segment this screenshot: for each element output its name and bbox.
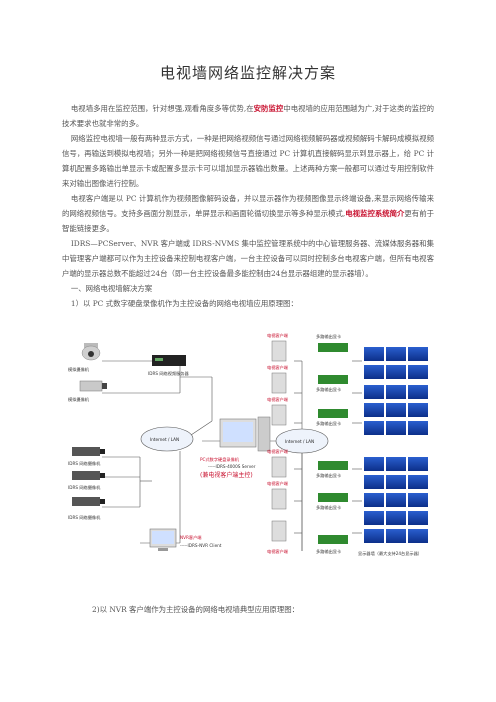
network-diagram: 模拟摄像机 模拟摄像机 IDRS 网络视频服务器 IDRS 网络摄像机 IDRS… [68, 332, 428, 557]
video-encoder-icon [152, 355, 186, 366]
card-1-label: 多路输出显卡 [316, 333, 341, 340]
pc-dvr-icon [219, 416, 271, 452]
tv-client-row-2: 电视客户端 多路输出显卡 [267, 364, 348, 394]
monitor-wall-label: 显示器墙（最大支持24台显示器） [358, 550, 422, 557]
ip-camera-3-label: IDRS 网络摄像机 [68, 514, 101, 521]
paragraph-display-modes: 网络监控电视墙一般有两种显示方式，一种是把网络视频信号通过网络视频解码器或视频解… [62, 134, 434, 188]
connection-lines [102, 360, 362, 551]
client-text-b: 更有前于智能链接更多。 [62, 209, 434, 233]
monitor-wall-row-3 [364, 457, 428, 489]
tv-client-row-3: 电视客户端 多路输出显卡 [267, 396, 348, 427]
page-title: 电视墙网络监控解决方案 [159, 64, 336, 82]
monitor-wall-row-1 [364, 347, 428, 379]
intro-text-b: 中电视墙的应用范围越为广,对于这类的监控的技术要求也就非常的多。 [62, 104, 434, 128]
tv-client-row-4: 电视客户端 多路输出显卡 [267, 448, 348, 479]
network-cloud-left-icon [140, 426, 194, 452]
paragraph-tv-client: 电视客户端是以 PC 计算机作为视频图像解码设备，并以显示器作为视频图像显示终端… [62, 191, 434, 236]
section-heading: 一、网络电视墙解决方案 [70, 284, 153, 293]
tv-client-6-label: 电视客户端 [267, 548, 288, 555]
analog-camera-dome-icon [81, 343, 101, 361]
monitor-wall [364, 347, 428, 543]
ip-camera-1-icon [72, 447, 105, 456]
encoder-label: IDRS 网络视频服务器 [148, 370, 189, 377]
analog-camera-box-icon [79, 380, 107, 392]
pc-dvr-model: -----IDRS-4000S Server [208, 464, 256, 469]
network-cloud-right-icon [275, 428, 329, 454]
network-left-label: Internet / LAN [150, 437, 179, 442]
subsection-heading: 1）以 PC 式数字硬盘录像机作为主控设备的网络电视墙应用原理图： [70, 299, 298, 308]
ip-camera-1-label: IDRS 网络摄像机 [68, 460, 101, 467]
analog-camera-2-label: 模拟摄像机 [68, 396, 90, 403]
ip-camera-3-icon [72, 497, 105, 506]
analog-camera-1-label: 模拟摄像机 [68, 366, 90, 373]
card-3-label: 多路输出显卡 [316, 420, 341, 427]
ip-camera-2-label: IDRS 网络摄像机 [68, 484, 101, 491]
tv-client-row-1: 电视客户端 多路输出显卡 [267, 332, 348, 362]
tv-client-row-5: 电视客户端 多路输出显卡 [267, 480, 348, 511]
nvr-client-icon [149, 528, 177, 551]
monitor-wall-row-2 [364, 385, 428, 435]
tv-client-1-label: 电视客户端 [267, 332, 288, 339]
nvr-client-model: -----IDRS-NVR Client [180, 543, 222, 548]
diagram-2-caption: 2)以 NVR 客户端作为主控设备的网络电视墙典型应用原理图： [92, 605, 300, 614]
card-5-label: 多路输出显卡 [316, 504, 341, 511]
nvr-client-label: NVR客户端 [180, 534, 201, 541]
pc-dvr-label: PC式数字硬盘录像机 [200, 456, 240, 463]
tv-client-4-label: 电视客户端 [267, 448, 288, 455]
ip-camera-2-icon [72, 471, 105, 480]
pc-dvr-role: (兼电视客户端主控) [200, 471, 253, 479]
intro-text-a: 电视墙多用在监控范围，针对想强,观看角度多等优势,在 [70, 104, 254, 113]
tv-client-row-6: 电视客户端 多路输出显卡 [267, 520, 348, 555]
client-text-a: 电视客户端是以 PC 计算机作为视频图像解码设备，并以显示器作为视频图像显示终端… [62, 194, 434, 218]
tv-client-3-label: 电视客户端 [267, 396, 288, 403]
link-tv-system-intro[interactable]: 电视监控系统简介 [345, 209, 405, 218]
paragraph-intro: 电视墙多用在监控范围，针对想强,观看角度多等优势,在安防监控中电视墙的应用范围越… [62, 101, 434, 131]
network-right-label: Internet / LAN [285, 439, 314, 444]
card-4-label: 多路输出显卡 [316, 472, 341, 479]
tv-client-2-label: 电视客户端 [267, 364, 288, 371]
monitor-wall-row-4 [364, 493, 428, 543]
link-security-monitoring[interactable]: 安防监控 [253, 104, 284, 113]
tv-client-5-label: 电视客户端 [267, 480, 288, 487]
card-2-label: 多路输出显卡 [316, 386, 341, 393]
paragraph-control-devices: IDRS—PCServer、NVR 客户端或 IDRS-NVMS 集中监控管理系… [62, 239, 434, 278]
card-6-label: 多路输出显卡 [316, 548, 341, 555]
